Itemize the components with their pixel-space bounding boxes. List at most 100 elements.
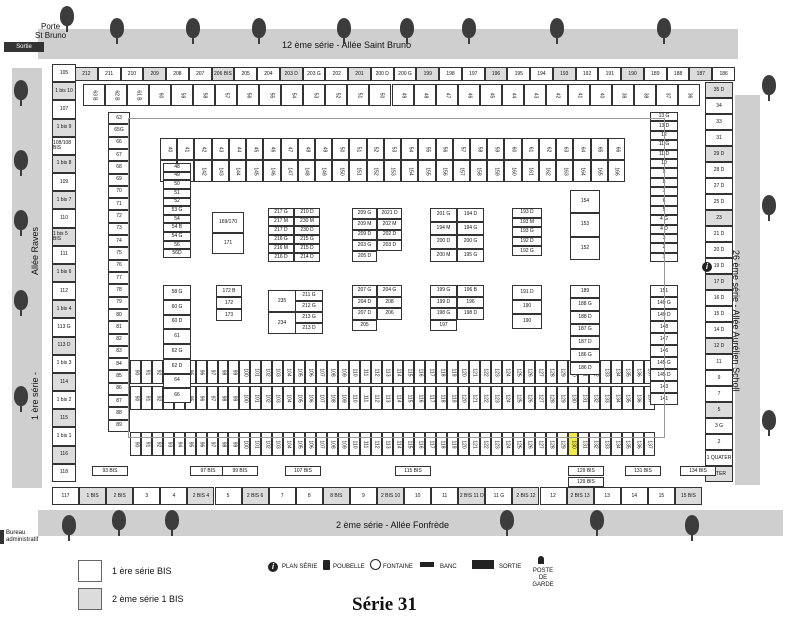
- plot-2-bis: 2 BIS: [106, 487, 134, 505]
- plot-label: 10: [414, 492, 421, 499]
- plot-193-m: 193 M: [512, 217, 542, 228]
- plot-210-d: 210 D: [294, 208, 320, 217]
- plot-label: 46: [466, 92, 473, 98]
- plot-label: 171: [223, 240, 233, 246]
- plot-label: 99: [231, 441, 238, 447]
- plot-114: 114: [52, 372, 76, 392]
- road-bottom: [38, 510, 783, 536]
- plot-142: 142: [194, 160, 212, 182]
- plot-49: 49: [391, 84, 414, 106]
- road-top-label: 12 ème série - Allée Saint Bruno: [282, 40, 412, 50]
- plot-label: 230 D: [300, 227, 314, 233]
- plot-label: 216 G: [274, 236, 288, 242]
- plot-label: 38: [642, 92, 649, 98]
- plot-7: 7: [705, 386, 733, 402]
- plot-147: 147: [280, 160, 298, 182]
- plot-153: 153: [383, 160, 402, 182]
- road-bottom-label: 2 ème série - Allée Fonfrède: [336, 520, 450, 530]
- road-left-label-line2: Allée Raves: [30, 226, 40, 275]
- plot-label: 190: [522, 318, 532, 325]
- plot-109: 109: [337, 386, 349, 410]
- plot-9: 9: [349, 487, 377, 505]
- plot-label: 125: [515, 439, 522, 449]
- exit-icon: [472, 560, 494, 569]
- plot-66: 66: [607, 138, 625, 160]
- plot-label: 211 G: [302, 292, 316, 298]
- tree-icon: [62, 515, 76, 541]
- plot-label: 94: [176, 441, 183, 447]
- plot-62: 62: [538, 138, 557, 160]
- plot-200-d: 200 D: [370, 67, 394, 81]
- plot-87: 87: [108, 395, 130, 408]
- plot-46: 46: [263, 138, 281, 160]
- plot-label: 234: [277, 319, 287, 326]
- plot-label: 41: [576, 92, 583, 98]
- tree-icon: [186, 18, 200, 44]
- plot-109: 109: [337, 360, 349, 384]
- plot-118: 118: [436, 360, 448, 384]
- road-left-label-line1: 1 ère série -: [30, 371, 40, 420]
- plot-102: 102: [261, 360, 273, 384]
- tree-trunk: [192, 37, 194, 44]
- plot-label: 121: [472, 439, 479, 449]
- plot-label: 206 BIS: [214, 70, 232, 77]
- plot-5: 5: [705, 402, 733, 418]
- plot-192-g: 192 G: [512, 246, 542, 256]
- plot-122: 122: [480, 360, 491, 384]
- plot-9: 9: [705, 370, 733, 386]
- plot-1-bis-4: 1 bis 4: [52, 300, 76, 319]
- plot-label: 2021 D: [381, 209, 398, 216]
- plot-104: 104: [283, 360, 295, 384]
- plot-62-d: 62 D: [163, 358, 191, 374]
- plot-63: 63: [108, 112, 130, 125]
- plot-78: 78: [108, 284, 130, 297]
- plot-194-g: 194 G: [457, 221, 484, 235]
- plot-label: 188 G: [578, 300, 592, 307]
- plot-117: 117: [425, 386, 437, 410]
- plot-label: 109: [59, 178, 69, 185]
- plot-label: 199: [423, 70, 432, 77]
- plot-label: 172 B: [222, 287, 236, 294]
- plot-7: 7: [268, 487, 296, 505]
- plot-label: 59: [179, 92, 186, 98]
- plot-197: 197: [430, 319, 457, 331]
- plot-label: 1 bis 6: [56, 269, 72, 276]
- plot-8-bis: 8 BIS: [322, 487, 350, 505]
- plot-82: 82: [108, 333, 130, 346]
- plot-label: 86: [116, 385, 122, 392]
- plot-label: 1 QUATER: [706, 454, 732, 461]
- plot-label: 105: [297, 439, 304, 449]
- plot-105: 105: [294, 360, 305, 384]
- plot-54: 54: [163, 214, 191, 224]
- plot-label: 17 D: [713, 278, 725, 285]
- plot-label: 126: [526, 439, 533, 449]
- plot-label: 77: [116, 274, 122, 281]
- plot-label: 48: [174, 163, 180, 170]
- tree-crown: [14, 290, 28, 310]
- plot-53: 53: [383, 138, 402, 160]
- plot-label: 11 D: [658, 150, 670, 157]
- plot-230-d: 230 D: [294, 226, 320, 235]
- plot-191-d: 191 D: [512, 285, 542, 300]
- fountain-legend-label: FONTAINE: [383, 564, 413, 570]
- plot-113: 113: [381, 432, 393, 456]
- plot-label: 113 D: [57, 342, 71, 349]
- plot-label: 212: [82, 70, 91, 77]
- plot-100: 100: [239, 432, 251, 456]
- plot-112: 112: [370, 386, 382, 410]
- plot-50: 50: [163, 180, 191, 189]
- plot-label: 55: [267, 92, 274, 98]
- plot-label: 203 D: [284, 70, 298, 77]
- plot-65g: 65G: [108, 124, 130, 137]
- plot-202: 202: [325, 67, 349, 81]
- plot-label: 191 D: [520, 288, 534, 295]
- plot-label: 64: [174, 377, 180, 384]
- tree-trunk: [663, 37, 665, 44]
- plot-label: 198 G: [436, 310, 451, 317]
- plot-103: 103: [272, 386, 284, 410]
- plot-label: 100: [242, 439, 249, 449]
- plot-label: 71: [116, 200, 122, 207]
- plot-217-d: 217 D: [268, 226, 294, 235]
- tree-icon: [762, 195, 776, 221]
- plot-108: 108: [326, 432, 338, 456]
